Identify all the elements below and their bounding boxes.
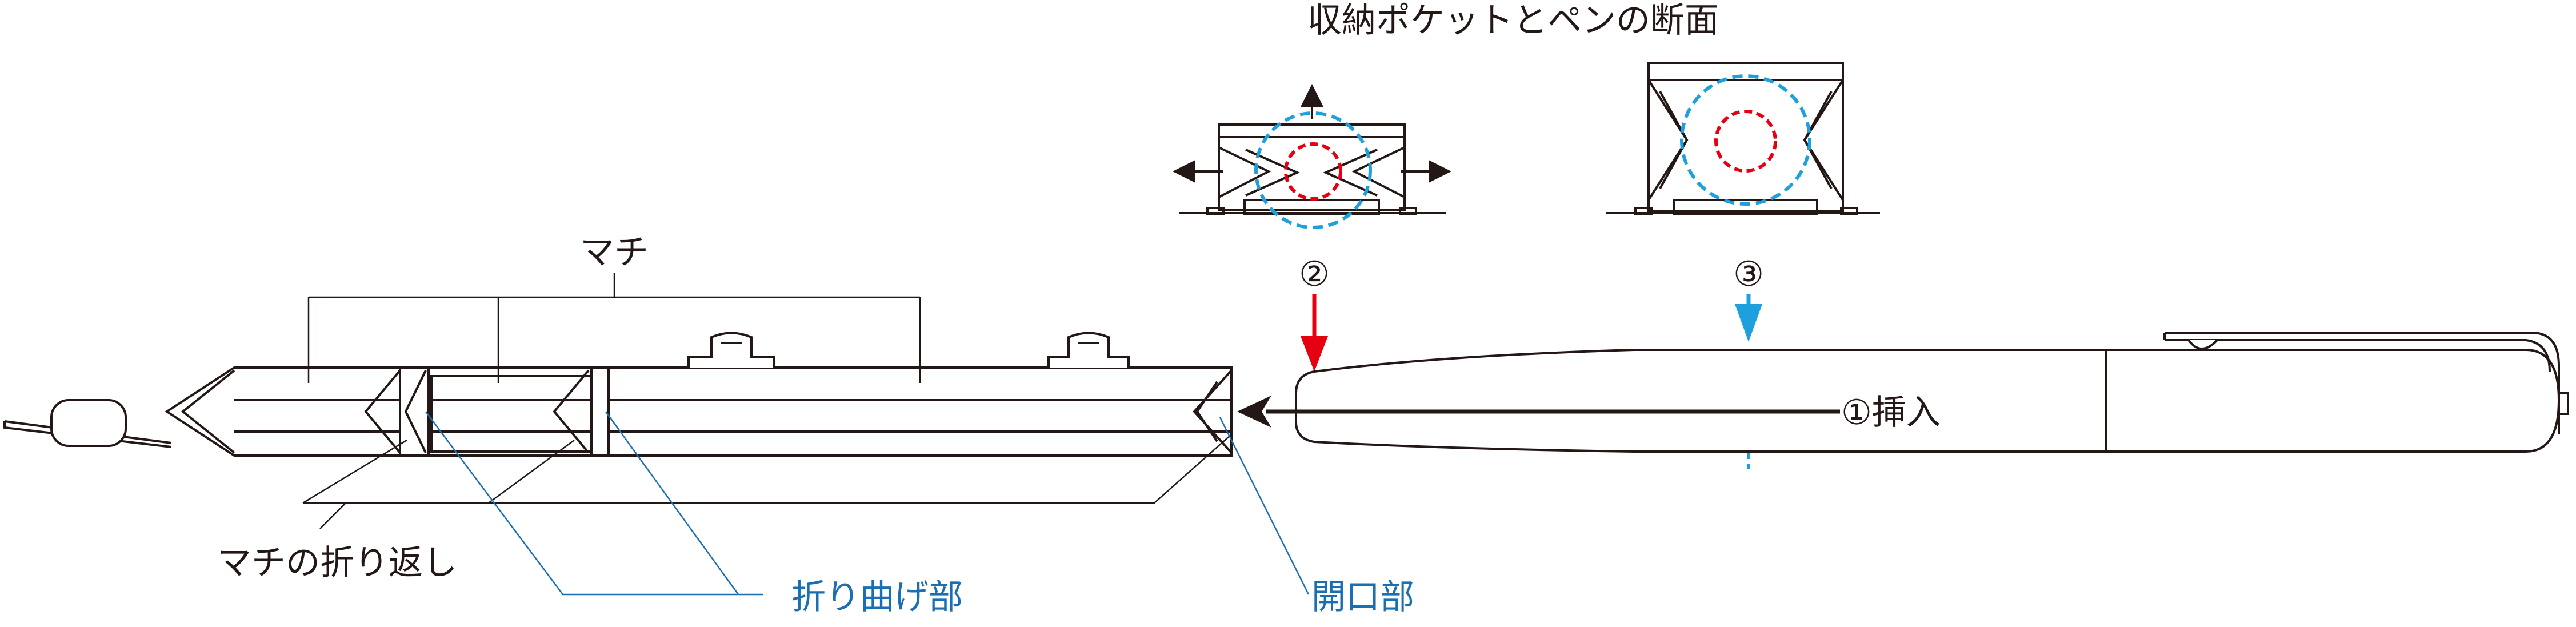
pocket-outline-circle-inserted (1714, 110, 1777, 173)
marker-2-label: ② (1299, 254, 1330, 294)
cross-section-inserted (1606, 62, 1880, 215)
insert-arrow (1237, 396, 1840, 428)
marker-3-label: ③ (1733, 254, 1764, 294)
pen-outline-circle (1254, 111, 1372, 229)
fold-part-leaders (425, 411, 1310, 596)
gusset-label: マチ (580, 233, 649, 273)
fold-part-label: 折り曲げ部 (791, 577, 963, 617)
cross-section-expanded (1173, 84, 1451, 215)
pocket (3, 332, 1233, 457)
gusset-bracket (307, 273, 921, 383)
pen-outline-circle-inserted (1680, 74, 1811, 206)
cross-section-title: 収納ポケットとペンの断面 (1307, 1, 1719, 41)
pen-clip (2165, 332, 2560, 434)
insert-label: ①挿入 (1841, 393, 1941, 433)
opening-label: 開口部 (1311, 577, 1414, 617)
gusset-fold-leaders (302, 434, 1232, 529)
gusset-fold-label: マチの折り返し (217, 543, 457, 583)
pen (1295, 332, 2569, 453)
pocket-outline-circle (1284, 142, 1342, 201)
